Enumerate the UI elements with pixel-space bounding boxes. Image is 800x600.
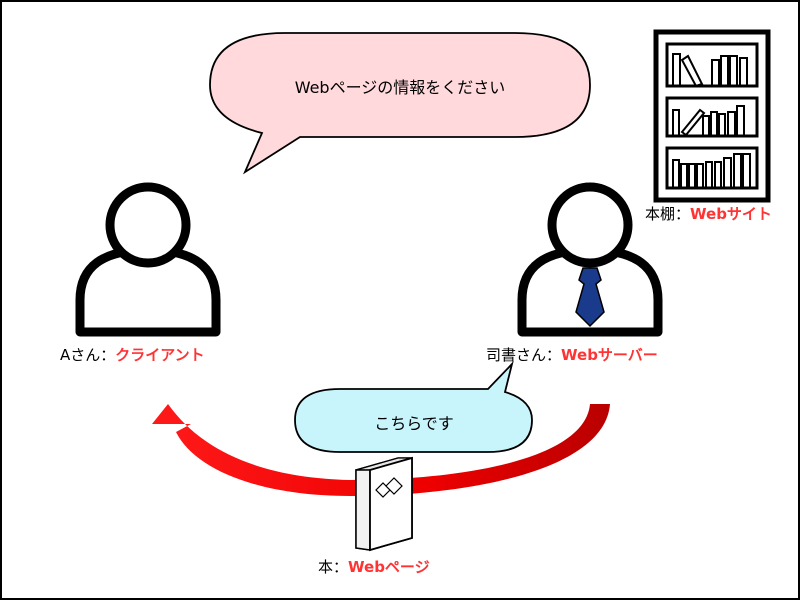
client-person-icon xyxy=(75,182,221,337)
book-cover-diamonds xyxy=(375,477,403,498)
request-speech-bubble xyxy=(209,32,591,175)
server-label: 司書さん：Webサーバー xyxy=(486,344,658,365)
book-label-prefix: 本： xyxy=(318,558,349,576)
bookshelf-label: 本棚：Webサイト xyxy=(645,203,772,224)
book-icon xyxy=(355,456,413,552)
bookshelf-label-role: Webサイト xyxy=(690,205,772,223)
response-arrow xyxy=(152,404,610,496)
book-label-role: Webページ xyxy=(348,558,430,576)
bookshelf-icon xyxy=(653,29,771,203)
server-label-role: Webサーバー xyxy=(561,346,658,364)
bookshelf-label-prefix: 本棚： xyxy=(645,205,691,223)
reply-speech-bubble xyxy=(294,360,533,453)
client-label: Aさん：クライアント xyxy=(60,344,205,365)
necktie-icon xyxy=(575,267,605,328)
client-label-prefix: Aさん： xyxy=(60,346,116,364)
reply-bubble-text: こちらです xyxy=(374,414,454,433)
server-label-prefix: 司書さん： xyxy=(486,346,562,364)
book-label: 本：Webページ xyxy=(318,556,430,577)
request-bubble-text: Webページの情報をください xyxy=(294,78,506,97)
server-person-icon xyxy=(517,182,663,337)
client-label-role: クライアント xyxy=(115,346,205,364)
